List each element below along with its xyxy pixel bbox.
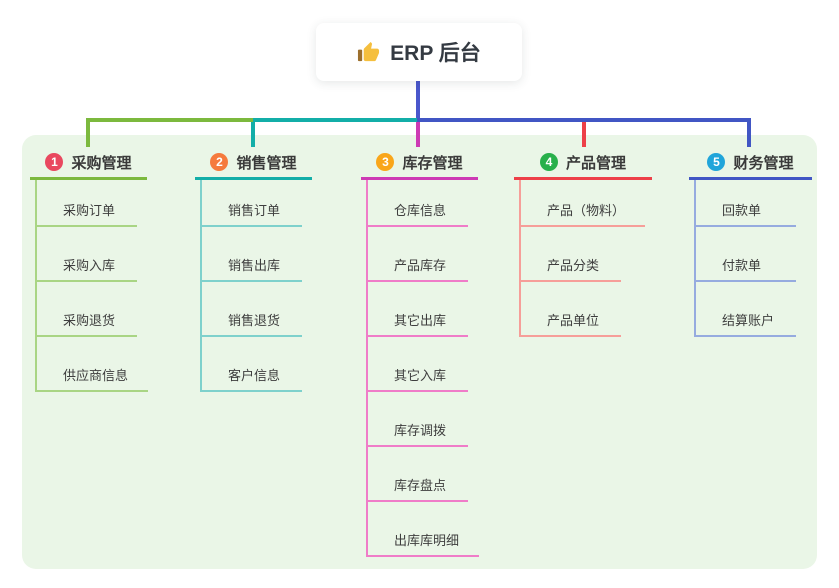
child-node[interactable]: 库存调拨 [368, 392, 468, 447]
branch-finance-header[interactable]: 5 财务管理 [689, 147, 812, 180]
branch-inventory: 3 库存管理 仓库信息 产品库存 其它出库 其它入库 库存调拨 库存盘点 出库库… [361, 147, 480, 557]
branch-sales-children: 销售订单 销售出库 销售退货 客户信息 [200, 180, 312, 392]
child-node[interactable]: 采购退货 [37, 282, 137, 337]
branch-sales-header[interactable]: 2 销售管理 [195, 147, 312, 180]
branch-number-badge: 2 [210, 153, 229, 171]
branch-number-badge: 3 [376, 153, 395, 171]
child-node[interactable]: 销售出库 [202, 227, 302, 282]
thumbs-up-icon [358, 41, 380, 61]
branch-purchase: 1 采购管理 采购订单 采购入库 采购退货 供应商信息 [30, 147, 149, 392]
connector-horizontal-branch1 [86, 118, 255, 122]
connector-branch4-drop [582, 122, 586, 147]
root-node[interactable]: ERP 后台 [316, 23, 522, 81]
branch-label: 采购管理 [71, 154, 132, 172]
child-node[interactable]: 库存盘点 [368, 447, 468, 502]
branch-number-badge: 4 [539, 153, 558, 171]
branch-sales: 2 销售管理 销售订单 销售出库 销售退货 客户信息 [195, 147, 312, 392]
child-node[interactable]: 出库库明细 [368, 502, 480, 557]
branch-product-children: 产品（物料） 产品分类 产品单位 [519, 180, 652, 337]
root-title: ERP 后台 [390, 42, 481, 65]
child-node[interactable]: 产品单位 [521, 282, 621, 337]
connector-horizontal-branch2 [253, 118, 419, 122]
connector-branch2-drop [251, 122, 255, 147]
connector-branch3-drop [416, 122, 420, 147]
child-node[interactable]: 仓库信息 [368, 180, 468, 227]
child-node[interactable]: 销售退货 [202, 282, 302, 337]
branch-finance: 5 财务管理 回款单 付款单 结算账户 [689, 147, 812, 337]
branch-label: 产品管理 [565, 154, 626, 172]
branch-inventory-header[interactable]: 3 库存管理 [361, 147, 478, 180]
child-node[interactable]: 其它出库 [368, 282, 468, 337]
branch-inventory-children: 仓库信息 产品库存 其它出库 其它入库 库存调拨 库存盘点 出库库明细 [366, 180, 480, 557]
connector-horizontal-branch5 [417, 118, 751, 122]
child-node[interactable]: 采购入库 [37, 227, 137, 282]
branch-purchase-header[interactable]: 1 采购管理 [30, 147, 147, 180]
child-node[interactable]: 结算账户 [696, 282, 796, 337]
branch-label: 财务管理 [733, 154, 794, 172]
branch-purchase-children: 采购订单 采购入库 采购退货 供应商信息 [35, 180, 149, 392]
branches-panel-background [22, 135, 817, 569]
child-node[interactable]: 客户信息 [202, 337, 302, 392]
branch-label: 销售管理 [236, 154, 297, 172]
child-node[interactable]: 付款单 [696, 227, 796, 282]
child-node[interactable]: 产品（物料） [521, 180, 646, 227]
branch-label: 库存管理 [402, 154, 463, 172]
child-node[interactable]: 产品库存 [368, 227, 468, 282]
branch-number-badge: 1 [45, 153, 64, 171]
child-node[interactable]: 其它入库 [368, 337, 468, 392]
branch-finance-children: 回款单 付款单 结算账户 [694, 180, 812, 337]
branch-number-badge: 5 [707, 153, 726, 171]
child-node[interactable]: 供应商信息 [37, 337, 149, 392]
child-node[interactable]: 采购订单 [37, 180, 137, 227]
branch-product: 4 产品管理 产品（物料） 产品分类 产品单位 [514, 147, 652, 337]
connector-branch5-drop [747, 122, 751, 147]
child-node[interactable]: 产品分类 [521, 227, 621, 282]
child-node[interactable]: 销售订单 [202, 180, 302, 227]
branch-product-header[interactable]: 4 产品管理 [514, 147, 652, 180]
connector-branch1-drop [86, 122, 90, 147]
connector-root-drop [416, 81, 420, 122]
child-node[interactable]: 回款单 [696, 180, 796, 227]
